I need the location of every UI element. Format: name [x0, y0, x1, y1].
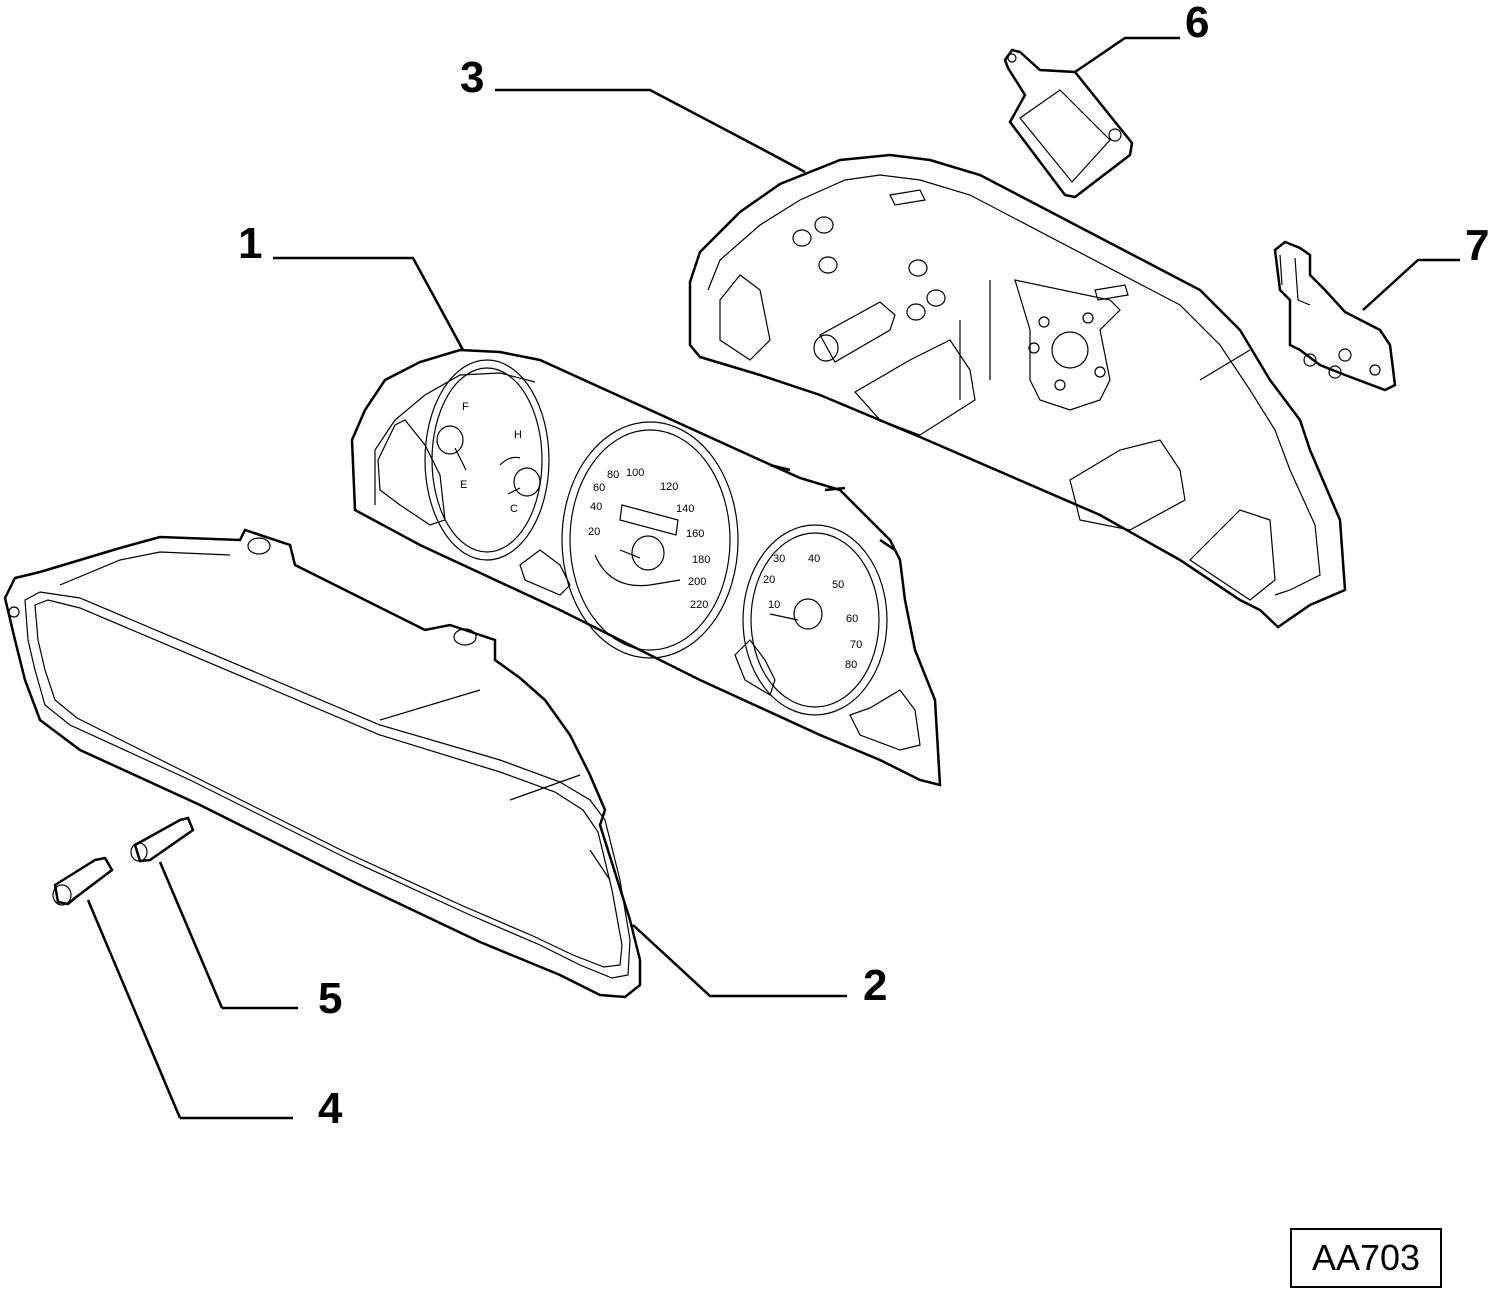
leader-lines — [86, 36, 1460, 1120]
speed-label: 220 — [690, 599, 708, 611]
speed-label: 20 — [588, 526, 600, 538]
tacho-label: 20 — [763, 574, 775, 586]
fuel-label-f: F — [462, 401, 469, 413]
callout-5: 5 — [318, 974, 342, 1023]
tachometer-labels: 10 20 30 40 50 60 70 80 — [763, 553, 862, 671]
callout-6: 6 — [1185, 0, 1209, 47]
tacho-label: 80 — [845, 659, 857, 671]
callout-7: 7 — [1465, 221, 1489, 270]
tacho-label: 40 — [808, 553, 820, 565]
tacho-label: 60 — [846, 613, 858, 625]
reference-code-box: AA703 — [1290, 1228, 1442, 1288]
callout-2: 2 — [863, 961, 887, 1010]
tacho-label: 30 — [773, 553, 785, 565]
speed-label: 140 — [676, 503, 694, 515]
connector-6 — [1003, 48, 1134, 199]
speed-label: 100 — [626, 467, 644, 479]
speed-label: 200 — [688, 576, 706, 588]
rear-housing — [688, 153, 1347, 629]
bulb-5 — [130, 816, 195, 863]
bracket-7 — [1273, 240, 1397, 392]
speed-label: 80 — [607, 469, 619, 481]
speed-label: 60 — [593, 482, 605, 494]
dial-face — [350, 348, 942, 787]
speed-label: 40 — [590, 501, 602, 513]
temp-label-c: C — [510, 503, 518, 515]
front-lens — [3, 528, 642, 999]
speedometer-labels: 20 40 60 80 100 120 140 160 180 200 220 — [588, 467, 710, 611]
callout-1: 1 — [238, 219, 262, 268]
temp-gauge-labels: H C — [510, 429, 522, 515]
speed-label: 180 — [692, 554, 710, 566]
tacho-label: 10 — [768, 599, 780, 611]
reference-code: AA703 — [1311, 1237, 1421, 1278]
fuel-gauge-labels: F E — [460, 401, 469, 491]
tacho-label: 70 — [850, 639, 862, 651]
fuel-label-e: E — [460, 479, 467, 491]
tacho-label: 50 — [832, 579, 844, 591]
speed-label: 120 — [660, 481, 678, 493]
temp-label-h: H — [514, 429, 522, 441]
speed-label: 160 — [686, 528, 704, 540]
callout-4: 4 — [318, 1084, 343, 1133]
callout-3: 3 — [460, 53, 484, 102]
bulb-4 — [52, 856, 114, 906]
